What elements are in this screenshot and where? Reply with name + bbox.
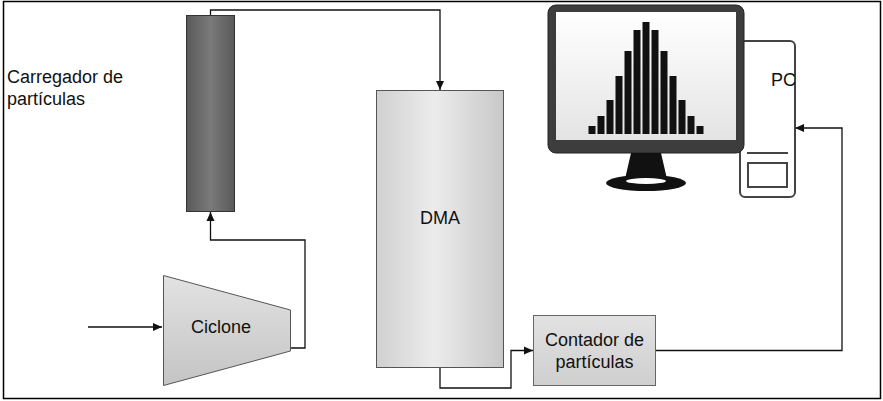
- charger-column: [186, 15, 235, 212]
- node-label: Ciclone: [191, 316, 251, 338]
- computer-illustration: [545, 3, 805, 199]
- dma-box: DMA: [376, 90, 504, 368]
- charger-node: Carregador de partículas: [5, 10, 240, 215]
- node-label: PC: [771, 69, 796, 91]
- node-label: Contador de partículas: [534, 329, 655, 373]
- inlet-arrow: [88, 326, 162, 327]
- cyclone-node: Ciclone: [163, 275, 291, 386]
- node-label: DMA: [377, 207, 503, 229]
- node-label: Carregador de partículas: [7, 66, 147, 110]
- frame-border: [4, 2, 881, 399]
- flow-connector: [211, 10, 441, 90]
- counter-box: Contador de partículas: [533, 315, 656, 386]
- computer-node: PC: [545, 3, 805, 199]
